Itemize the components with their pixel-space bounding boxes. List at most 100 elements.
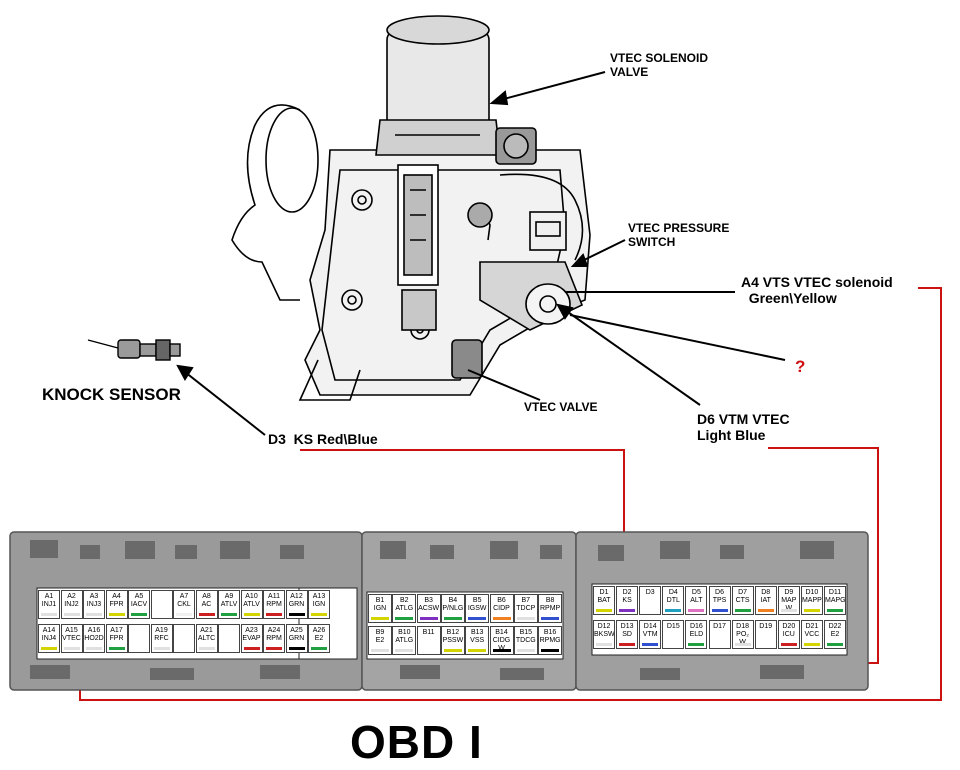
pin-id: D12 (597, 623, 611, 630)
pin-signal: VCC (804, 631, 820, 638)
pin-signal: TDCG (515, 637, 536, 644)
wire-color-stripe (541, 617, 560, 620)
pin-id: B7 (521, 597, 531, 604)
pin-id: B3 (424, 597, 433, 604)
pin-signal: RPM (266, 635, 282, 642)
pin-d17: D17 (708, 620, 731, 649)
knock-sensor-label: KNOCK SENSOR (42, 385, 181, 404)
wire-color-stripe (734, 609, 751, 612)
wire-color-stripe (619, 609, 636, 612)
wire-color-stripe (780, 609, 797, 612)
pin-signal: CTS (735, 597, 750, 604)
pin-id: D6 (715, 589, 724, 596)
pin-signal: VTM (642, 631, 658, 638)
pin-signal: MAPP (801, 597, 822, 604)
pin-signal: PO₂ W (736, 631, 750, 646)
pin-signal: ALT (690, 597, 703, 604)
pin-id: A16 (87, 627, 101, 634)
wire-color-stripe (541, 649, 560, 652)
question-mark: ? (795, 357, 806, 376)
pin-id: A2 (67, 593, 76, 600)
wire-color-stripe (243, 647, 260, 650)
wire-color-stripe (221, 613, 237, 616)
pin-d19: D19 (754, 620, 777, 649)
wire-color-stripe (86, 647, 102, 650)
pin-id: A4 (112, 593, 121, 600)
pin-id: D7 (738, 589, 748, 596)
pin-id: D20 (782, 623, 796, 630)
pin-signal: E2 (830, 631, 840, 638)
pin-id: B10 (398, 629, 411, 636)
pin-id: D13 (620, 623, 634, 630)
wire-color-stripe (734, 643, 751, 646)
pin-id: D1 (599, 589, 609, 596)
pin-signal: AC (201, 601, 212, 608)
pin-id: A8 (202, 593, 211, 600)
pin-id: B8 (545, 597, 555, 604)
wire-color-stripe (395, 649, 414, 652)
pin-signal: ACSW (418, 605, 440, 612)
wire-color-stripe (757, 609, 774, 612)
pin-id: D9 (784, 589, 794, 596)
wire-color-stripe (288, 613, 305, 616)
wire-color-stripe (63, 613, 80, 616)
pin-signal: RFC (154, 635, 169, 642)
pin-id: A1 (44, 593, 54, 600)
pin-id: D14 (643, 623, 657, 630)
pin-signal: DTL (666, 597, 680, 604)
wire-color-stripe (41, 647, 57, 650)
pin-signal: ELD (689, 631, 704, 638)
pin-blank (218, 624, 240, 653)
pin-id: D19 (759, 623, 773, 630)
pin-signal: IGSW (467, 605, 487, 612)
wire-color-stripe (198, 647, 215, 650)
pin-signal: INJ4 (41, 635, 57, 642)
wire-color-stripe (311, 647, 327, 650)
pin-id: A3 (89, 593, 99, 600)
pin-id: D17 (713, 623, 726, 630)
pin-id: A21 (200, 627, 213, 634)
pin-signal: VTEC (62, 635, 81, 642)
vtec-valve-label: VTEC VALVE (524, 400, 598, 414)
wire-color-stripe (243, 613, 260, 616)
pin-id: B14 (495, 629, 508, 636)
pin-id: B6 (497, 597, 506, 604)
pin-id: A24 (267, 627, 281, 634)
wire-color-stripe (492, 649, 511, 652)
pin-id: B1 (375, 597, 385, 604)
pin-signal: TDCP (516, 605, 536, 612)
pin-id: D15 (666, 623, 680, 630)
pin-id: D4 (668, 589, 678, 596)
pin-signal: ALTC (197, 635, 216, 642)
pin-id: A23 (245, 627, 258, 634)
pin-signal: P/NLG (442, 605, 464, 612)
wire-color-stripe (516, 649, 535, 652)
pin-id: A9 (224, 593, 234, 600)
pin-id: B11 (422, 629, 435, 636)
pin-id: D11 (828, 589, 842, 596)
pin-signal: INJ3 (86, 601, 102, 608)
wire-color-stripe (596, 643, 612, 646)
pin-signal: CKL (177, 601, 191, 608)
pin-signal: MAP W (781, 597, 797, 612)
